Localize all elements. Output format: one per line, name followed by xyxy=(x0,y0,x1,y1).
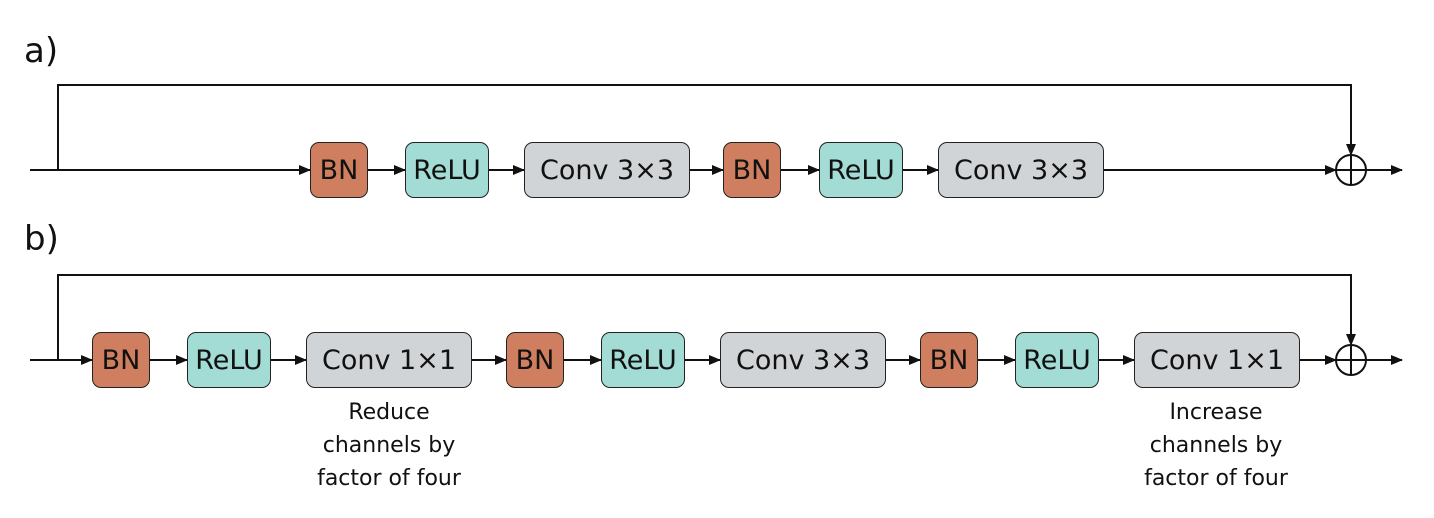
panel-b-conv-block-3: Conv 1×1 xyxy=(306,332,472,388)
panel-a-label: a) xyxy=(24,31,59,71)
panel-b-bn-block-1: BN xyxy=(92,332,150,388)
panel-a-relu-block-5: ReLU xyxy=(819,142,903,198)
panel-a-conv-block-3: Conv 3×3 xyxy=(524,142,690,198)
panel-a-skip-connection xyxy=(57,84,1352,170)
note-line: Increase xyxy=(1169,400,1263,425)
panel-a-sum-node xyxy=(1335,154,1367,186)
note-line: channels by xyxy=(322,433,456,458)
panel-b-relu-block-5: ReLU xyxy=(601,332,685,388)
increase-channels-note: Increase channels by factor of four xyxy=(1144,396,1288,495)
panel-b-conv-block-9: Conv 1×1 xyxy=(1134,332,1300,388)
note-line: factor of four xyxy=(317,466,461,491)
panel-b-conv-block-6: Conv 3×3 xyxy=(720,332,886,388)
panel-b-relu-block-8: ReLU xyxy=(1015,332,1099,388)
panel-a-conv-block-6: Conv 3×3 xyxy=(938,142,1104,198)
reduce-channels-note: Reduce channels by factor of four xyxy=(317,396,461,495)
panel-b-bn-block-7: BN xyxy=(920,332,978,388)
note-line: Reduce xyxy=(348,400,430,425)
panel-b-relu-block-2: ReLU xyxy=(187,332,271,388)
panel-b-skip-connection xyxy=(57,274,1352,360)
note-line: factor of four xyxy=(1144,466,1288,491)
panel-b-label: b) xyxy=(24,219,59,259)
panel-b-sum-node xyxy=(1335,344,1367,376)
panel-a-relu-block-2: ReLU xyxy=(405,142,489,198)
panel-a-bn-block-4: BN xyxy=(723,142,781,198)
panel-b-bn-block-4: BN xyxy=(506,332,564,388)
note-line: channels by xyxy=(1149,433,1283,458)
panel-a-bn-block-1: BN xyxy=(310,142,368,198)
